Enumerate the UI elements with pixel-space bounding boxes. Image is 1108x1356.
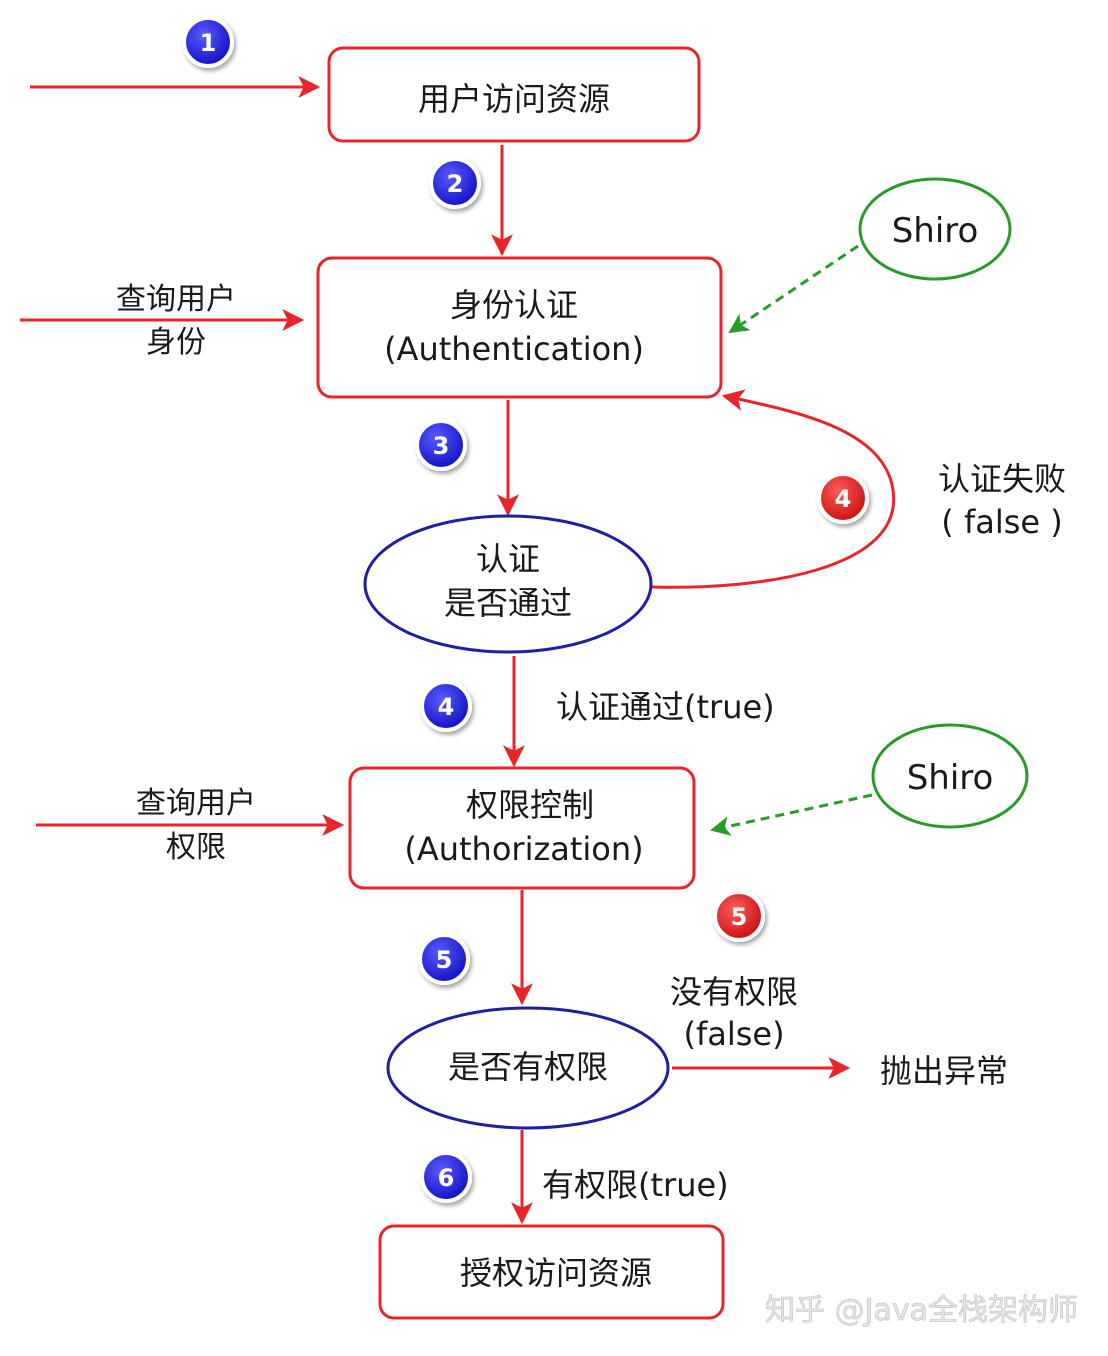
node-permission-check-label: 是否有权限	[448, 1048, 608, 1086]
arrow-shiro-to-auth	[728, 244, 859, 334]
label-query-identity-line1: 查询用户	[116, 282, 236, 317]
step-badge-5-no-permission: 5	[713, 890, 765, 942]
label-throw-exception: 抛出异常	[880, 1052, 1008, 1090]
label-auth-fail-line2: ( false )	[941, 503, 1062, 541]
node-authentication: 身份认证 (Authentication)	[316, 256, 723, 399]
label-auth-fail-line1: 认证失败	[938, 460, 1066, 498]
label-query-identity-line2: 身份	[146, 325, 206, 360]
svg-text:3: 3	[433, 432, 450, 460]
node-authorization: 权限控制 (Authorization)	[348, 766, 696, 890]
step-badge-4-fail: 4	[817, 472, 869, 524]
node-grant-access: 授权访问资源	[378, 1224, 725, 1320]
step-badge-4-pass: 4	[420, 680, 472, 732]
label-auth-pass: 认证通过(true)	[556, 688, 775, 726]
arrow-shiro-to-authz	[710, 793, 873, 836]
node-auth-check: 认证 是否通过	[363, 514, 653, 654]
node-permission-check: 是否有权限	[386, 1006, 670, 1130]
node-grant-access-label: 授权访问资源	[460, 1254, 652, 1292]
node-authorization-title: 权限控制	[466, 786, 594, 824]
svg-text:5: 5	[731, 903, 748, 931]
node-access-resource-label: 用户访问资源	[418, 80, 610, 118]
node-auth-check-line2: 是否通过	[444, 584, 572, 622]
node-auth-check-line1: 认证	[476, 540, 540, 578]
label-no-permission-line2: (false)	[683, 1015, 784, 1053]
svg-text:4: 4	[438, 693, 455, 721]
label-has-permission: 有权限(true)	[542, 1166, 729, 1204]
watermark: 知乎 @Java全栈架构师	[765, 1293, 1078, 1328]
node-authentication-subtitle: (Authentication)	[384, 330, 644, 368]
step-badge-2: 2	[429, 157, 481, 209]
node-shiro-bottom: Shiro	[871, 723, 1029, 829]
node-shiro-top-label: Shiro	[892, 211, 979, 251]
svg-text:5: 5	[436, 946, 453, 974]
node-shiro-bottom-label: Shiro	[907, 758, 994, 798]
svg-text:6: 6	[438, 1164, 455, 1192]
label-no-permission-line1: 没有权限	[670, 973, 798, 1011]
label-query-permission-line1: 查询用户	[136, 786, 256, 821]
step-badge-3: 3	[415, 419, 467, 471]
step-badge-6: 6	[420, 1151, 472, 1203]
node-access-resource: 用户访问资源	[327, 46, 701, 143]
node-authorization-subtitle: (Authorization)	[404, 830, 643, 868]
node-authentication-title: 身份认证	[450, 286, 578, 324]
node-shiro-top: Shiro	[858, 177, 1012, 281]
arrow-auth-fail-loop	[651, 389, 896, 589]
step-badge-5-check: 5	[418, 933, 470, 985]
label-query-permission-line2: 权限	[166, 830, 226, 865]
svg-text:2: 2	[447, 170, 464, 198]
svg-text:4: 4	[835, 485, 852, 513]
step-badge-1: 1	[182, 16, 234, 68]
svg-text:1: 1	[200, 29, 217, 57]
